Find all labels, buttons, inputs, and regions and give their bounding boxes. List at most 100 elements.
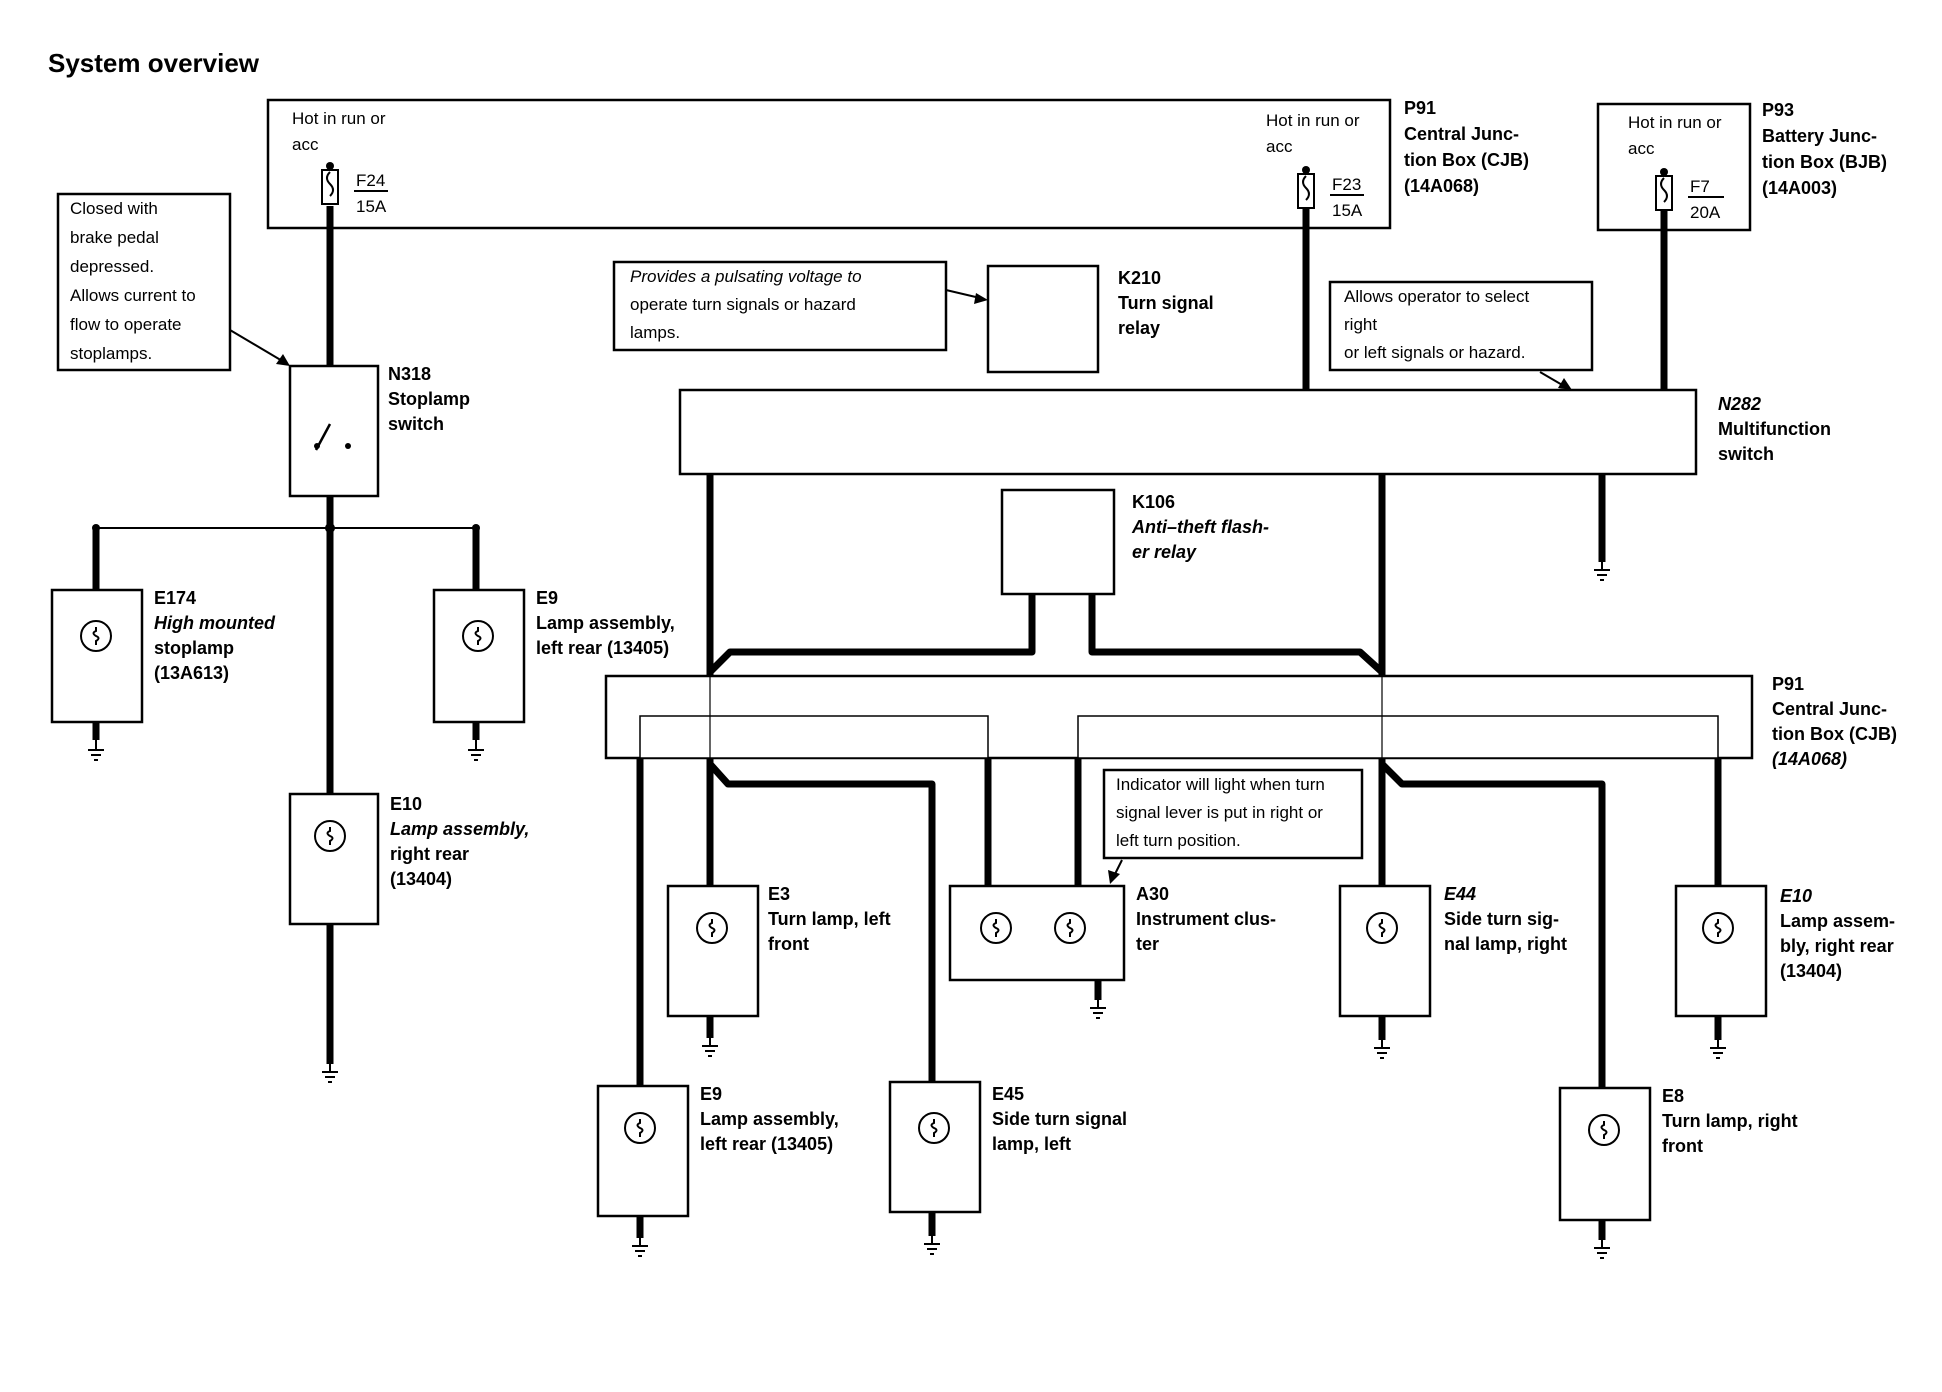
brake-note-box [56,192,232,372]
e9-lower-label-2: Lamp assembly, [700,1109,839,1129]
e174-box [50,588,144,724]
e174-label-2: High mounted [154,613,276,633]
cjb-top-box [266,98,1392,230]
e9-lower-label-3: left rear (13405) [700,1134,833,1154]
n282-label-3: switch [1718,444,1774,464]
lamp-icon [980,912,1012,944]
multifunction-note-3: or left signals or hazard. [1344,343,1525,362]
e9-upper-label-2: Lamp assembly, [536,613,675,633]
e10-left-label-3: right rear [390,844,469,864]
lamp-icon [918,1112,950,1144]
e8-box [1558,1086,1652,1222]
k210-label-2: Turn signal [1118,293,1214,313]
e45-label-3: lamp, left [992,1134,1071,1154]
cjb-bottom-label-1: P91 [1772,674,1804,694]
ground-icon [468,740,484,761]
indicator-note-box [1102,768,1364,860]
e44-label-2: Side turn sig- [1444,909,1559,929]
relay-note-3: lamps. [630,323,680,342]
a30-label-3: ter [1136,934,1159,954]
k210-label-1: K210 [1118,268,1161,288]
cjb-bottom-label-2: Central Junc- [1772,699,1887,719]
bjb-label-2: Battery Junc- [1762,126,1877,146]
cjb-top-label-4: (14A068) [1404,176,1479,196]
n282-label-1: N282 [1718,394,1761,414]
ground-icon [1090,1000,1106,1019]
multifunction-note-box [1328,280,1594,372]
e10-right-label-3: bly, right rear [1780,936,1894,956]
k106-label-2: Anti–theft flash- [1131,517,1269,537]
cjb-left-supply-1: Hot in run or [292,109,386,128]
cjb-right-supply-1: Hot in run or [1266,111,1360,130]
lamp-icon [1366,912,1398,944]
lamp-icon [462,620,494,652]
e3-label-1: E3 [768,884,790,904]
lamp-icon [1702,912,1734,944]
indicator-note-3: left turn position. [1116,831,1241,850]
a30-label-2: Instrument clus- [1136,909,1276,929]
cjb-bottom-label-4: (14A068) [1772,749,1847,769]
ground-icon [632,1238,648,1257]
e174-label-3: stoplamp [154,638,234,658]
ground-icon [88,740,104,761]
e10-left-label-1: E10 [390,794,422,814]
e10-left-label-2: Lamp assembly, [390,819,529,839]
lamp-icon [696,912,728,944]
e8-label-1: E8 [1662,1086,1684,1106]
relay-note-2: operate turn signals or hazard [630,295,856,314]
brake-note-3: depressed. [70,257,154,276]
e10-left-label-4: (13404) [390,869,452,889]
e9-upper-label-3: left rear (13405) [536,638,669,658]
e10-right-box [1674,884,1768,1018]
e8-label-3: front [1662,1136,1703,1156]
bjb-label-1: P93 [1762,100,1794,120]
fuse-f7-id: F7 [1690,177,1710,196]
bjb-label-3: tion Box (BJB) [1762,152,1887,172]
cjb-top-label-2: Central Junc- [1404,124,1519,144]
k106-relay-box [1000,488,1116,596]
cjb-bottom-label-3: tion Box (CJB) [1772,724,1897,744]
ground-icon [924,1236,940,1255]
relay-note-box [612,260,948,352]
lamp-icon [624,1112,656,1144]
brake-note-2: brake pedal [70,228,159,247]
k106-label-3: er relay [1132,542,1197,562]
ground-icon [1594,562,1610,581]
brake-note-4: Allows current to [70,286,196,305]
e45-label-2: Side turn signal [992,1109,1127,1129]
e9-upper-box [432,588,526,724]
e3-label-3: front [768,934,809,954]
cjb-top-label-3: tion Box (CJB) [1404,150,1529,170]
ground-icon [1594,1240,1610,1259]
e3-label-2: Turn lamp, left [768,909,891,929]
n318-switch-box [288,364,380,498]
e10-right-label-2: Lamp assem- [1780,911,1895,931]
bjb-supply-2: acc [1628,139,1655,158]
cjb-right-supply-2: acc [1266,137,1293,156]
fuse-f23-rating: 15A [1332,201,1363,220]
e44-label-1: E44 [1444,884,1476,904]
multifunction-note-1: Allows operator to select [1344,287,1529,306]
a30-box [948,884,1126,982]
e174-label-4: (13A613) [154,663,229,683]
k210-relay-box [986,264,1100,374]
e45-box [888,1080,982,1214]
cjb-top-label-1: P91 [1404,98,1436,118]
n282-switch-box [678,388,1698,476]
n318-label-2: Stoplamp [388,389,470,409]
lamp-icon [314,820,346,852]
k210-label-3: relay [1118,318,1160,338]
fuse-f7-rating: 20A [1690,203,1721,222]
ground-icon [322,1064,338,1083]
e9-lower-label-1: E9 [700,1084,722,1104]
ground-icon [1710,1040,1726,1059]
relay-note-1: Provides a pulsating voltage to [630,267,862,286]
fuse-icon [1655,168,1673,211]
lamp-icon [1054,912,1086,944]
brake-note-5: flow to operate [70,315,182,334]
a30-label-1: A30 [1136,884,1169,904]
fuse-f23-id: F23 [1332,175,1361,194]
n318-label-1: N318 [388,364,431,384]
e9-lower-box [596,1084,690,1218]
